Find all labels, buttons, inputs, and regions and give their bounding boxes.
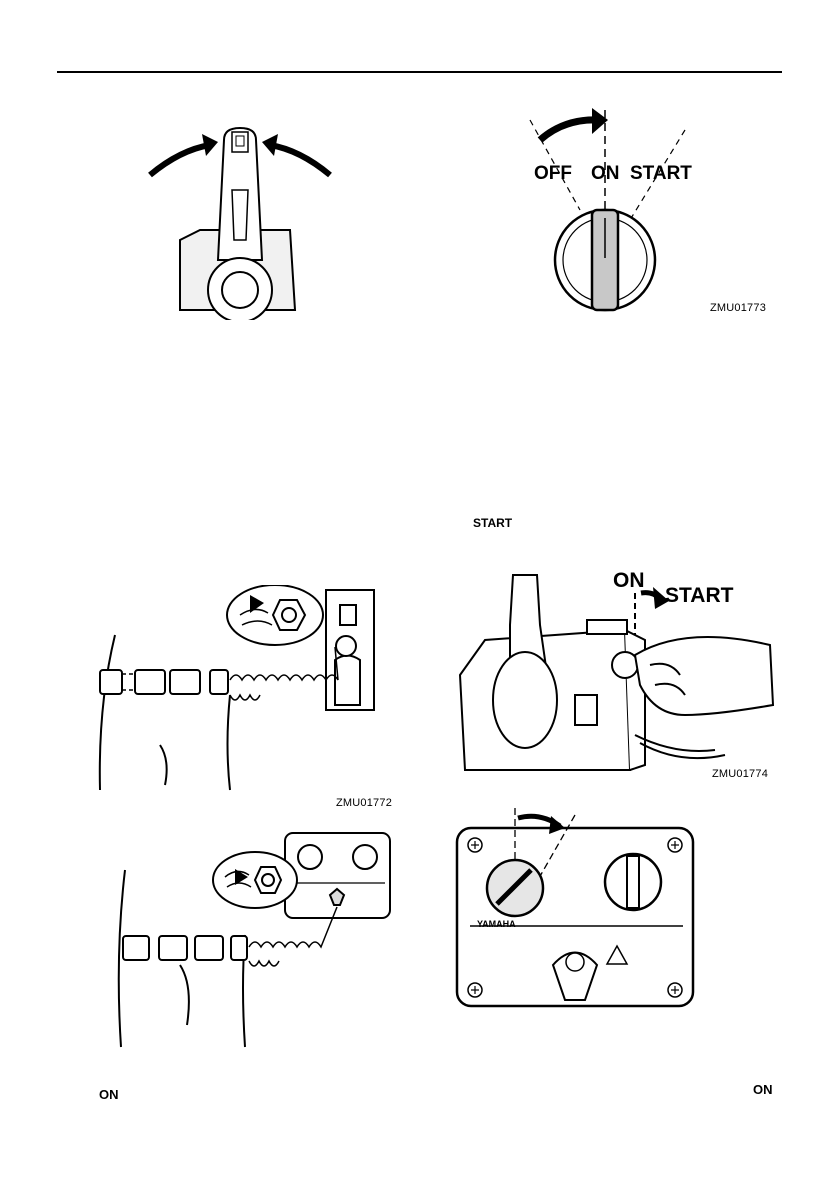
lanyard-remote-figure: [90, 585, 390, 795]
key-start-figure: ON START: [455, 565, 785, 775]
on-inline-icon-right: ON: [753, 1082, 773, 1097]
figure-code-zmu01774: ZMU01774: [712, 768, 768, 780]
start-label-2: START: [665, 584, 734, 607]
yamaha-brand: YAMAHA: [477, 919, 516, 929]
off-label: OFF: [534, 163, 572, 184]
remote-lever-figure: [140, 120, 340, 320]
figure-code-zmu01772: ZMU01772: [336, 797, 392, 809]
on-label-2: ON: [613, 569, 645, 592]
key-switch-figure: OFF ON START: [520, 100, 720, 320]
yamaha-panel-figure: YAMAHA: [455, 800, 700, 1020]
start-inline-icon: START: [473, 516, 512, 530]
lanyard-panel-figure: [115, 825, 395, 1050]
header-rule: [57, 71, 782, 73]
figure-code-zmu01773: ZMU01773: [710, 302, 766, 314]
start-label: START: [630, 163, 692, 184]
on-label: ON: [591, 163, 620, 184]
on-inline-icon-left: ON: [99, 1087, 119, 1102]
